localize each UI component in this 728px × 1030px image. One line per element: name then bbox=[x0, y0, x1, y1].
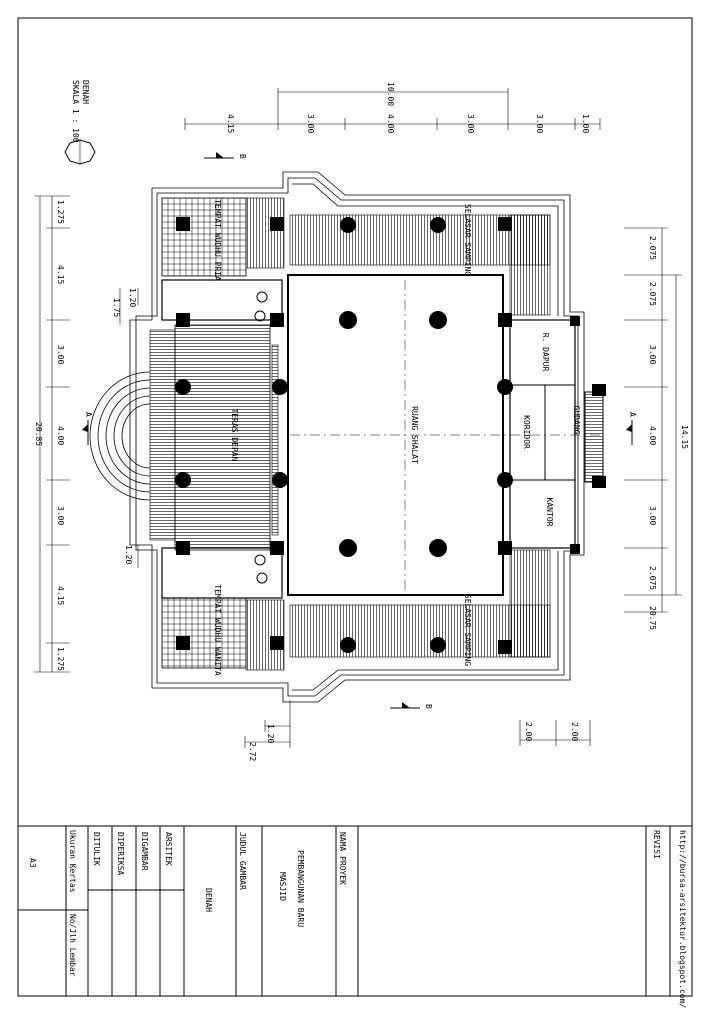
dim-left-small-3: 1.20 bbox=[124, 545, 133, 564]
tb-judul-label: JUDUL GAMBAR bbox=[238, 832, 247, 890]
front-steps bbox=[149, 329, 176, 541]
tb-project-line2: MASJID bbox=[278, 872, 287, 901]
label-kantor: KANTOR bbox=[545, 498, 554, 527]
dim-top-total: 10.00 bbox=[386, 82, 395, 106]
label-wudhu-bottom: TEMPAT WUDHU WANITA bbox=[213, 584, 222, 676]
top-dimensions bbox=[184, 88, 601, 130]
dim-top-1: 4.15 bbox=[226, 114, 235, 133]
dim-left-4: 4.00 bbox=[56, 426, 65, 445]
dim-top-5: 3.00 bbox=[535, 114, 544, 133]
dim-bottom-2: 2.72 bbox=[248, 742, 257, 761]
dim-left-small-2: 1.20 bbox=[128, 288, 137, 307]
outer-plinth-inner2 bbox=[292, 183, 559, 691]
front-teras bbox=[174, 324, 271, 551]
dim-left-2: 4.15 bbox=[56, 265, 65, 284]
svg-text:B: B bbox=[424, 704, 433, 709]
dim-left-total: 20.85 bbox=[34, 422, 43, 446]
mihrab bbox=[584, 391, 604, 483]
right-rooms bbox=[509, 319, 576, 549]
tb-url: http://bursa-arsitektur.blogspot.com/ bbox=[678, 830, 687, 1008]
dim-bottom-3: 2.00 bbox=[524, 722, 533, 741]
dim-right-total: 14.15 bbox=[680, 425, 689, 449]
front-steps-arc bbox=[89, 371, 151, 501]
dim-left-3: 3.00 bbox=[56, 345, 65, 364]
dim-left-5: 3.00 bbox=[56, 506, 65, 525]
dim-top-3: 4.00 bbox=[386, 114, 395, 133]
title-block bbox=[18, 825, 692, 996]
dim-top-2: 3.00 bbox=[306, 114, 315, 133]
dim-left-small-1: 1.75 bbox=[112, 298, 121, 317]
drawing-title: DENAH bbox=[81, 80, 90, 104]
label-gudang: GUDANG bbox=[572, 406, 581, 435]
svg-text:A: A bbox=[84, 412, 93, 417]
tb-paper-value: A3 bbox=[28, 858, 37, 868]
section-marker-a-left: A bbox=[82, 412, 93, 445]
label-selasar-top: SELASAR SAMPING bbox=[463, 204, 472, 276]
dim-right-6: 2.075 bbox=[648, 566, 657, 590]
dim-bottom-1: 1.20 bbox=[266, 724, 275, 743]
section-marker-b-top: B bbox=[204, 152, 247, 159]
left-dimensions bbox=[34, 195, 139, 673]
dim-left-6: 4.15 bbox=[56, 586, 65, 605]
drawing-scale: SKALA 1 : 100 bbox=[71, 80, 80, 143]
dim-left-1: 1.275 bbox=[56, 200, 65, 224]
dim-right-3: 3.00 bbox=[648, 345, 657, 364]
tb-sheet-label: No/Jlh Lembar bbox=[68, 914, 77, 977]
toilet-top bbox=[161, 279, 283, 321]
label-selasar-bottom: SELASAR SAMPING bbox=[463, 594, 472, 666]
tb-revisi: REVISI bbox=[652, 830, 661, 859]
tb-ditulik: DITULIK bbox=[92, 832, 101, 866]
tb-judul-value: DENAH bbox=[204, 888, 213, 912]
svg-text:A: A bbox=[628, 412, 637, 417]
wudhu-bottom-hatch bbox=[245, 599, 285, 671]
label-dapur: R. DAPUR bbox=[541, 333, 550, 372]
dim-top-6: 1.00 bbox=[581, 114, 590, 133]
right-dimensions bbox=[624, 227, 682, 613]
outer-plinth bbox=[129, 171, 585, 703]
hall-columns bbox=[175, 217, 513, 653]
dim-right-5: 3.00 bbox=[648, 506, 657, 525]
dim-bottom-4: 2.00 bbox=[570, 722, 579, 741]
tb-project-line1: PEMBANGUNAN BARU bbox=[296, 850, 305, 927]
label-teras: TERAS DEPAN bbox=[230, 409, 239, 462]
bottom-dimensions bbox=[244, 700, 591, 748]
tb-nama-proyek-label: NAMA PROYEK bbox=[338, 832, 347, 885]
tb-digambar: DIGAMBAR bbox=[140, 832, 149, 871]
wudhu-top-hatch bbox=[245, 197, 285, 269]
outer-plinth-inner bbox=[135, 177, 579, 697]
tb-paper-label: Ukuran Kertas bbox=[68, 830, 77, 893]
dim-right-2: 2.075 bbox=[648, 282, 657, 306]
label-main-hall: RUANG SHALAT bbox=[410, 406, 419, 464]
right-upper-selasar bbox=[509, 214, 551, 316]
right-lower-selasar bbox=[509, 549, 551, 658]
tb-diperiksa: DIPERIKSA bbox=[116, 832, 125, 876]
label-wudhu-top: TEMPAT WUDHU PRIA bbox=[213, 199, 222, 281]
svg-text:B: B bbox=[238, 154, 247, 159]
label-koridor: KORIDOR bbox=[522, 415, 531, 449]
dim-right-7: 20.75 bbox=[648, 606, 657, 630]
wudhu-top bbox=[161, 197, 247, 277]
sheet-border bbox=[17, 17, 693, 997]
dim-right-1: 2.075 bbox=[648, 236, 657, 260]
section-marker-a-right: A bbox=[626, 412, 637, 445]
dim-top-4: 3.00 bbox=[466, 114, 475, 133]
dim-right-4: 4.00 bbox=[648, 426, 657, 445]
wudhu-bottom bbox=[161, 597, 247, 669]
square-columns bbox=[176, 217, 606, 654]
dim-left-7: 1.275 bbox=[56, 647, 65, 671]
floor-plan: RUANG SHALAT TERAS DEPAN TEMPAT WUDHU PR… bbox=[82, 152, 637, 709]
tb-arsitek: ARSITEK bbox=[164, 832, 173, 866]
section-marker-b-bottom: B bbox=[390, 702, 433, 709]
